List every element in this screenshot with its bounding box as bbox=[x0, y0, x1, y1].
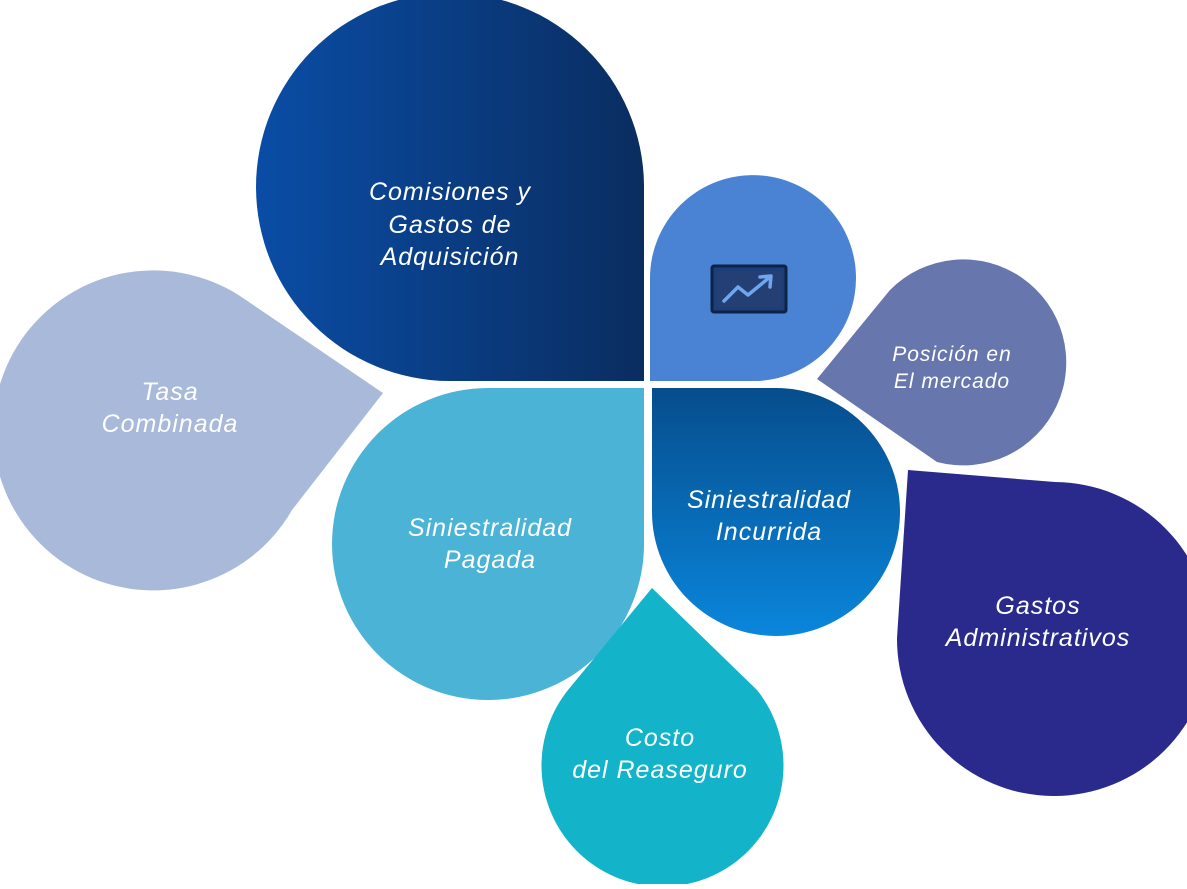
gastos-administrativos-label-line-2: Administrativos bbox=[945, 624, 1131, 652]
petal-siniestralidad-incurrida bbox=[652, 387, 900, 636]
siniestralidad-pagada-label: Siniestralidad Pagada bbox=[370, 506, 610, 582]
petal-costo-reaseguro bbox=[541, 588, 784, 887]
siniestralidad-pagada-label-line-1: Siniestralidad bbox=[407, 513, 573, 542]
siniestralidad-incurrida-label: Siniestralidad Incurrida bbox=[656, 478, 882, 554]
posicion-mercado-label: Posición en El mercado bbox=[862, 338, 1042, 398]
posicion-mercado-label-line-2: El mercado bbox=[893, 370, 1011, 393]
costo-reaseguro-label-line-2: del Reaseguro bbox=[572, 756, 748, 784]
gastos-administrativos-label: Gastos Administrativos bbox=[906, 584, 1170, 660]
petal-posicion-mercado bbox=[817, 259, 1067, 466]
comisiones-label-line-2: Gastos de bbox=[388, 210, 512, 239]
petal-siniestralidad-pagada bbox=[332, 388, 645, 700]
comisiones-label-line-3: Adquisición bbox=[380, 243, 520, 272]
siniestralidad-incurrida-label-line-1: Siniestralidad bbox=[686, 485, 852, 514]
costo-reaseguro-label: Costo del Reaseguro bbox=[550, 716, 770, 792]
siniestralidad-pagada-label-line-2: Pagada bbox=[443, 546, 537, 574]
comisiones-label-line-1: Comisiones y bbox=[368, 178, 532, 207]
posicion-mercado-label-line-1: Posición en bbox=[892, 342, 1012, 366]
petal-gastos-administrativos bbox=[896, 470, 1187, 796]
siniestralidad-incurrida-label-line-2: Incurrida bbox=[715, 518, 823, 546]
tasa-combinada-label-line-1: Tasa bbox=[141, 377, 199, 406]
tasa-combinada-label: Tasa Combinada bbox=[70, 370, 270, 446]
costo-reaseguro-label-line-1: Costo bbox=[624, 723, 696, 752]
tasa-combinada-label-line-2: Combinada bbox=[101, 410, 239, 438]
comisiones-label: Comisiones y Gastos de Adquisición bbox=[330, 170, 570, 280]
petal-comisiones bbox=[256, 0, 644, 381]
petal-tasa-combinada bbox=[0, 270, 383, 591]
gastos-administrativos-label-line-1: Gastos bbox=[995, 591, 1081, 620]
trending-up-chart-icon bbox=[710, 264, 788, 314]
